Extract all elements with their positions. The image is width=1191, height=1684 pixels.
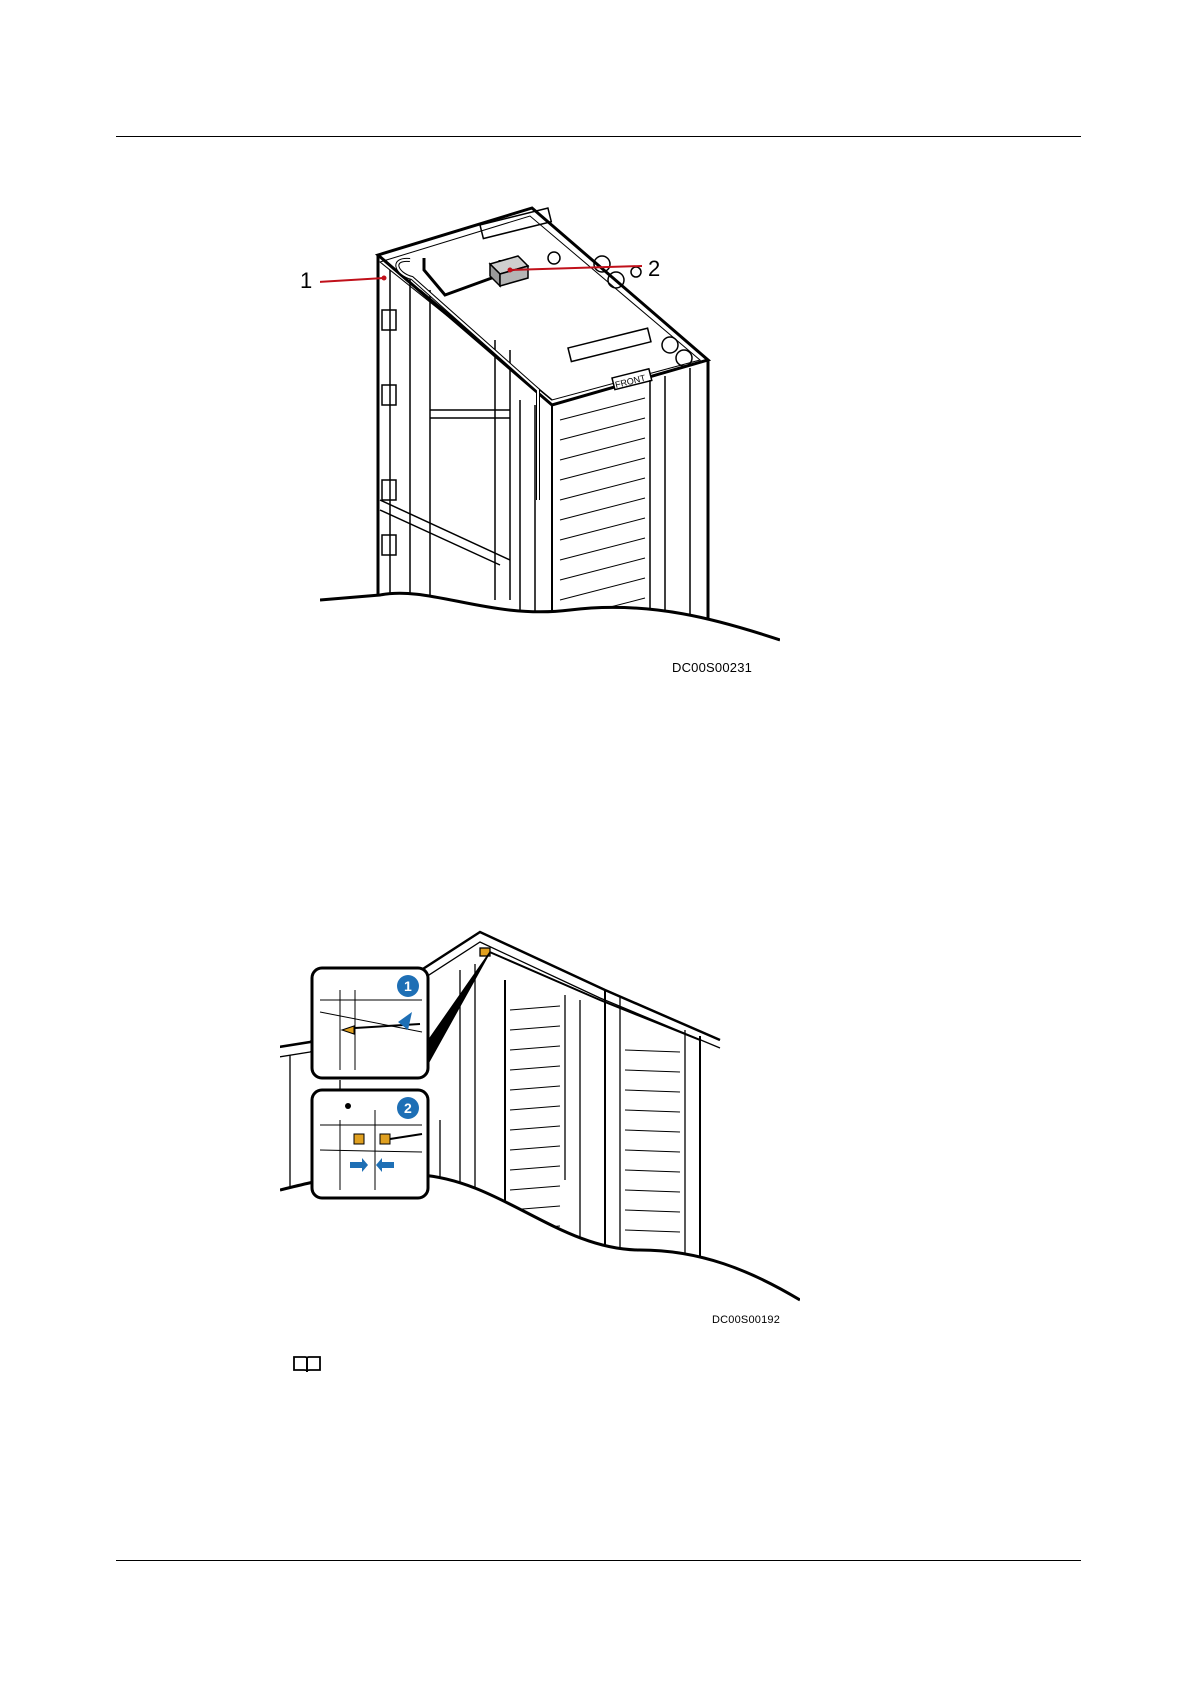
figure-1-code: DC00S00231 bbox=[672, 660, 752, 675]
connector-right bbox=[380, 1134, 390, 1144]
callout-line-1 bbox=[320, 278, 384, 282]
callout-label-1: 1 bbox=[300, 268, 312, 294]
cabinet-illustration: FRONT bbox=[320, 200, 780, 690]
connector-left bbox=[354, 1134, 364, 1144]
step-1-number: 1 bbox=[404, 978, 412, 994]
callout-label-2: 2 bbox=[648, 256, 660, 282]
book-icon bbox=[292, 1354, 322, 1374]
footer-rule bbox=[116, 1560, 1081, 1561]
figure-cabinet-top-view: FRONT bbox=[320, 200, 780, 690]
step-2-number: 2 bbox=[404, 1100, 412, 1116]
cable-connection-illustration: 1 2 bbox=[280, 920, 800, 1340]
inset-step-1: 1 bbox=[312, 968, 428, 1078]
figure-cable-connection: 1 2 bbox=[280, 920, 800, 1340]
figure-2-code: DC00S00192 bbox=[712, 1314, 780, 1326]
inset-step-2: 2 bbox=[312, 1090, 428, 1198]
header-rule bbox=[116, 136, 1081, 137]
